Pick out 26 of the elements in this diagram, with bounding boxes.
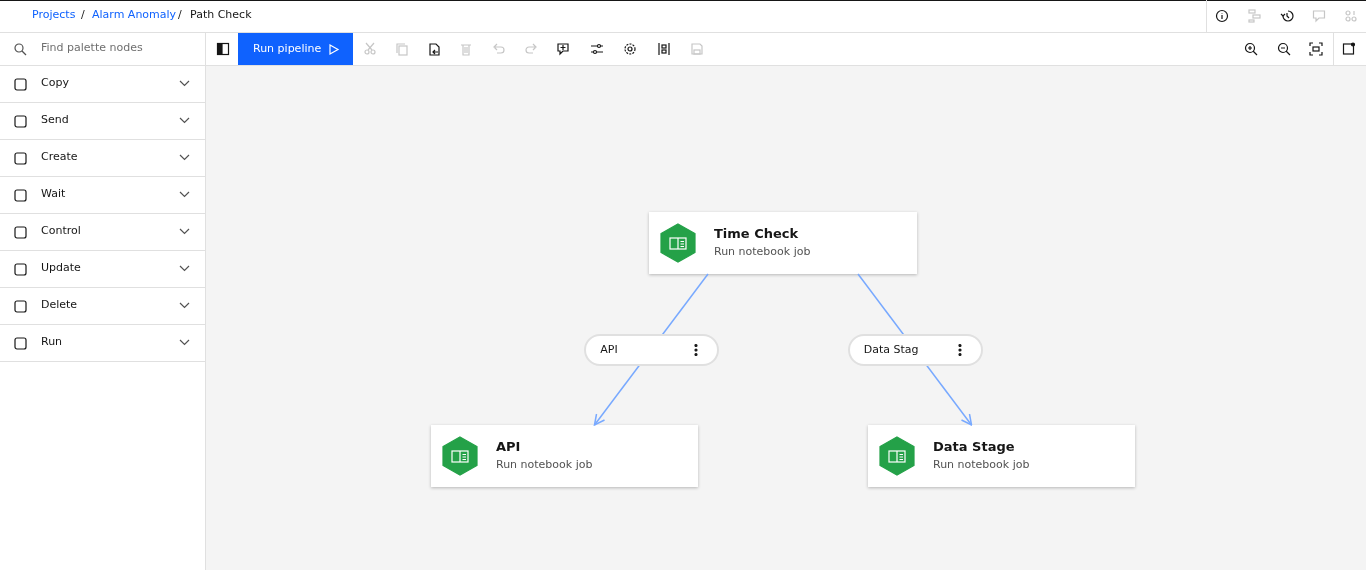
node-title: Data Stage (933, 439, 1015, 454)
palette-category: Run (41, 335, 63, 348)
breadcrumb-current: Path Check (190, 8, 252, 21)
node-title: Time Check (714, 226, 799, 241)
node-card (649, 212, 917, 274)
palette-category: Control (41, 224, 81, 237)
node-subtitle: Run notebook job (714, 245, 811, 258)
breadcrumb-link: Alarm Anomaly (92, 8, 177, 21)
breadcrumb-separator: / (178, 8, 182, 21)
edge-label: Data Stag (863, 342, 919, 356)
palette-category: Wait (41, 187, 66, 200)
search-field: Find palette nodes (0, 33, 205, 65)
node-subtitle: Run notebook job (933, 458, 1030, 471)
node-subtitle: Run notebook job (496, 458, 593, 471)
palette-category: Send (41, 113, 69, 126)
edge-label: API (600, 342, 618, 356)
node-card (868, 425, 1135, 487)
palette-category: Copy (41, 76, 69, 89)
node-card (431, 425, 698, 487)
node-title: API (496, 439, 521, 454)
breadcrumb-link: Projects (32, 8, 76, 21)
palette-category: Create (41, 150, 78, 163)
breadcrumb-separator: / (81, 8, 85, 21)
palette-category: Delete (41, 298, 78, 311)
run-pipeline-button: Run pipeline (238, 33, 353, 65)
palette-category: Update (41, 261, 81, 274)
